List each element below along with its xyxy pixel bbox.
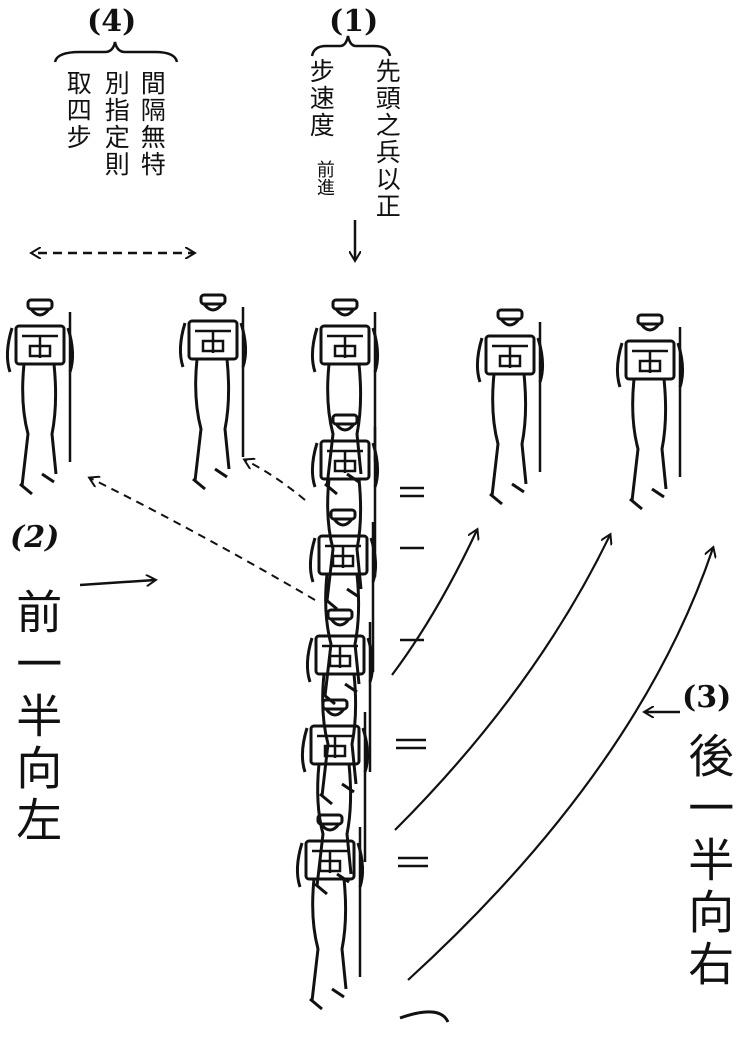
soldier-column-1 xyxy=(310,413,380,611)
label-number-1: (1) xyxy=(329,4,379,39)
group1-col-left-b: 前進 xyxy=(313,160,335,196)
brace-group-1 xyxy=(310,35,392,57)
dashed-arrow-left-1 xyxy=(90,478,316,601)
group3-text: 後一半向右 xyxy=(681,732,736,992)
label-number-3: (3) xyxy=(682,680,732,715)
soldier-front-4 xyxy=(475,308,545,506)
group1-col-right: 先頭之兵以正 xyxy=(372,58,402,220)
group4-col-2: 別指定則 xyxy=(101,70,131,178)
dashed-arrow-left-2 xyxy=(245,460,306,501)
group2-text: 前一半向左 xyxy=(9,588,64,848)
soldier-column-4 xyxy=(300,698,370,896)
brace-group-4 xyxy=(53,41,179,63)
soldier-front-5 xyxy=(615,313,685,511)
soldier-front-1 xyxy=(5,298,75,496)
soldier-front-2 xyxy=(178,293,248,491)
ground-mark xyxy=(399,1010,450,1023)
label-number-2: (2) xyxy=(10,520,60,555)
arc-arrow-right-3 xyxy=(407,548,713,981)
group4-col-3: 取四步 xyxy=(63,70,93,151)
label-number-4: (4) xyxy=(87,4,137,39)
group4-col-1: 間隔無特 xyxy=(137,70,167,178)
arc-arrow-right-2 xyxy=(394,535,610,831)
label-2-arrow xyxy=(79,580,155,585)
group1-col-left-a: 步速度 xyxy=(306,58,336,139)
step-marks xyxy=(396,486,428,868)
soldier-column-5 xyxy=(295,813,365,1011)
arc-arrow-right-1 xyxy=(391,530,477,676)
